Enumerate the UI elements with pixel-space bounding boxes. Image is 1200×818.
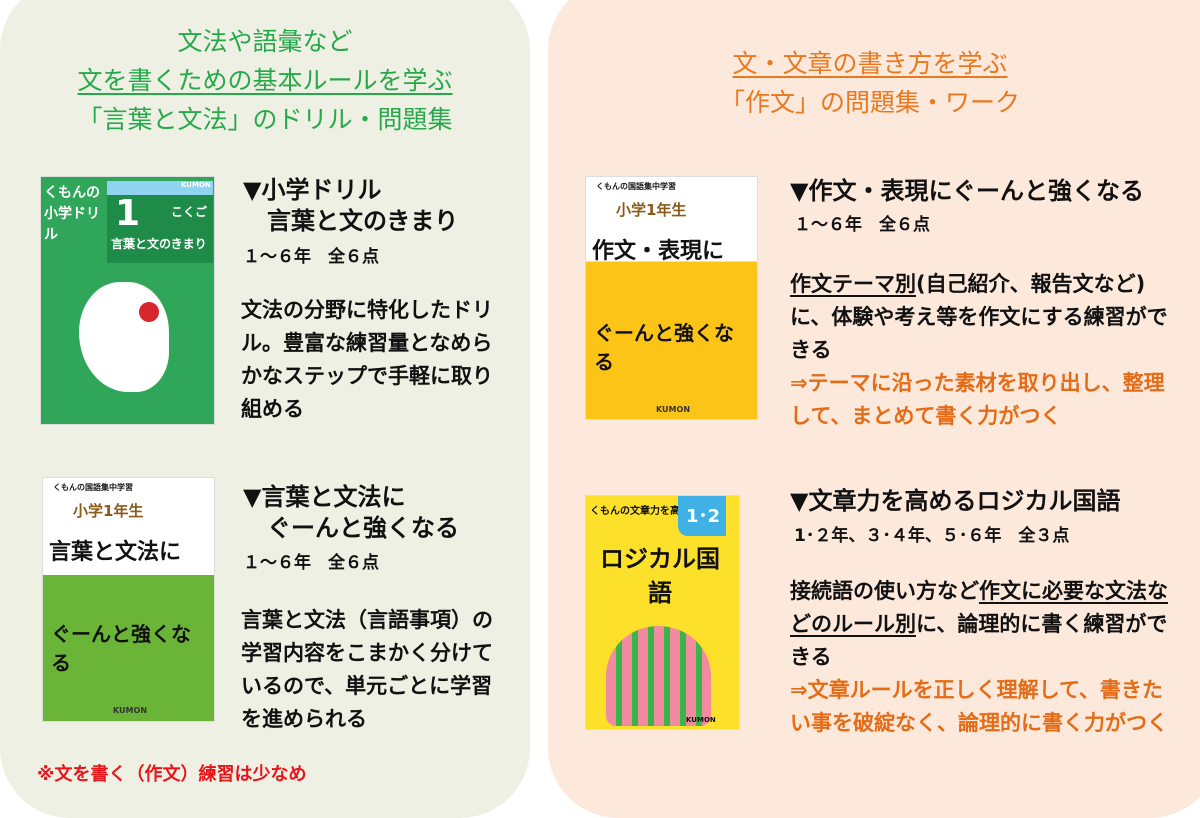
cover-subject: こくご	[171, 205, 208, 219]
cover-tag: ぐーんと強くなる	[594, 321, 734, 374]
bird-illustration	[79, 282, 169, 392]
head-illustration	[606, 626, 711, 726]
book-title: ▼言葉と文法に ぐーんと強くなる	[243, 483, 459, 542]
book-description: 言葉と文法（言語事項）の学習内容をこまかく分けているので、単元ごとに学習を進めら…	[241, 608, 493, 731]
book-result: ⇒文章ルールを正しく理解して、書きたい事を破綻なく、論理的に書く力がつく	[790, 678, 1168, 735]
cover-name: 言葉と文のきまり	[111, 237, 207, 251]
book-description: 文法の分野に特化したドリル。豊富な練習量となめらかなステップで手軽に取り組める	[241, 298, 493, 421]
cover-grade: 1･2	[686, 506, 721, 527]
book-cover-kotoba-kimari[interactable]: くもんの小学ドリル 1 こくご 言葉と文のきまり KUMON	[40, 176, 215, 425]
desc-text: に、論理的に書く練習ができる	[790, 612, 1168, 669]
cover-name: ロジカル国語	[600, 545, 720, 607]
cover-brand: KUMON	[686, 716, 716, 724]
book-grades: 1･２年、３･４年、５･６年 全３点	[794, 526, 1070, 546]
cover-series: くもんの文章力を高める	[590, 506, 700, 517]
book-result: ⇒テーマに沿った素材を取り出し、整理して、まとめて書く力がつく	[790, 371, 1165, 428]
cover-name: 作文・表現に	[592, 239, 725, 264]
book-cover-logical-kokugo[interactable]: くもんの文章力を高める 1･2 ロジカル国語 KUMON	[585, 495, 740, 730]
book-description: 接続語の使い方など作文に必要な文法などのルール別に、論理的に書く練習ができる ⇒文…	[790, 575, 1180, 740]
cover-brand: KUMON	[181, 181, 211, 189]
desc-text: (自己紹介、報告文など)に、体験や考え等を作文にする練習ができる	[790, 272, 1168, 362]
left-heading: 文法や語彙など 文を書くための基本ルールを学ぶ 「言葉と文法」のドリル・問題集	[0, 22, 530, 139]
book-title: ▼文章力を高めるロジカル国語	[790, 487, 1121, 515]
cover-tag: ぐーんと強くなる	[51, 622, 191, 675]
cover-name: 言葉と文法に	[49, 540, 182, 565]
book-grades: １～６年 全６点	[243, 553, 379, 573]
cover-series: くもんの小学ドリル	[44, 185, 100, 243]
book-title: ▼小学ドリル 言葉と文のきまり	[243, 176, 459, 235]
cover-grade: 小学1年生	[73, 502, 144, 520]
book-grades: １～６年 全６点	[243, 247, 379, 267]
heading-line: 文・文章の書き方を学ぶ	[732, 49, 1008, 78]
cover-grade: 1	[115, 193, 141, 234]
heading-line: 「言葉と文法」のドリル・問題集	[77, 105, 453, 134]
note-text: ※文を書く（作文）練習は少なめ	[37, 764, 307, 785]
cover-brand: KUMON	[656, 405, 691, 414]
heading-line: 文を書くための基本ルールを学ぶ	[77, 66, 453, 95]
book-cover-sakubun[interactable]: くもんの国語集中学習 小学1年生 作文・表現に ぐーんと強くなる KUMON	[585, 176, 758, 420]
heading-line: 文法や語彙など	[177, 27, 353, 56]
cover-series: くもんの国語集中学習	[596, 182, 676, 191]
underlined-text: 作文に必要な文法などのルール別	[790, 579, 1168, 636]
book-cover-kotoba-bunpo[interactable]: くもんの国語集中学習 小学1年生 言葉と文法に ぐーんと強くなる KUMON	[42, 477, 215, 722]
book-title: ▼作文・表現にぐーんと強くなる	[790, 177, 1144, 205]
desc-text: 接続語の使い方など	[790, 579, 979, 603]
right-heading: 文・文章の書き方を学ぶ 「作文」の問題集・ワーク	[560, 44, 1180, 122]
heading-line: 「作文」の問題集・ワーク	[719, 88, 1020, 117]
underlined-text: 作文テーマ別	[790, 272, 916, 296]
cover-series: くもんの国語集中学習	[53, 483, 133, 492]
cover-grade: 小学1年生	[616, 201, 687, 219]
book-grades: １～６年 全６点	[794, 215, 930, 235]
cover-brand: KUMON	[113, 706, 148, 715]
book-description: 作文テーマ別(自己紹介、報告文など)に、体験や考え等を作文にする練習ができる ⇒テ…	[790, 268, 1180, 433]
